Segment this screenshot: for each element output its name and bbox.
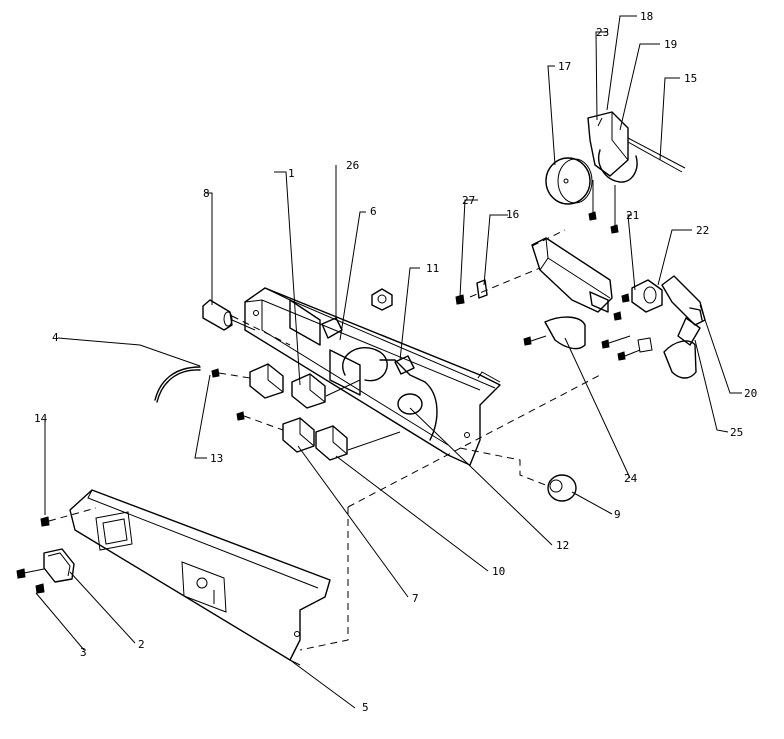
- wire-harness: [154, 366, 201, 403]
- connector: [394, 355, 415, 375]
- control-housing: [244, 287, 501, 466]
- screw: [455, 294, 465, 305]
- callout-22: 22: [696, 224, 709, 237]
- knob: [547, 474, 577, 502]
- callout-7: 7: [412, 592, 419, 605]
- chute-arm: [661, 275, 706, 346]
- callout-15: 15: [684, 72, 697, 85]
- dispenser-bracket: [531, 237, 613, 313]
- fan-shaft: [627, 137, 686, 173]
- callout-5: 5: [362, 701, 369, 714]
- callout-27: 27: [462, 194, 475, 207]
- screw: [40, 516, 50, 527]
- callout-24: 24: [624, 472, 638, 485]
- callout-21: 21: [626, 209, 639, 222]
- callout-16: 16: [506, 208, 519, 221]
- rocker-switch: [43, 548, 75, 583]
- callout-1: 1: [288, 167, 295, 180]
- micro-switch: [282, 417, 315, 453]
- callout-9: 9: [614, 508, 621, 521]
- callout-4: 4: [52, 331, 59, 344]
- sensor-disc: [397, 393, 423, 415]
- screw: [617, 351, 626, 361]
- screw: [523, 336, 532, 346]
- callout-19: 19: [664, 38, 677, 51]
- callout-23: 23: [596, 26, 609, 39]
- screw: [236, 411, 245, 421]
- callout-10: 10: [492, 565, 505, 578]
- clip: [476, 279, 488, 299]
- callout-20: 20: [744, 387, 757, 400]
- screw: [16, 568, 45, 579]
- callout-8: 8: [203, 187, 210, 200]
- screw: [35, 583, 45, 594]
- motor: [202, 299, 233, 331]
- callout-17: 17: [558, 60, 571, 73]
- fan-blade-disc: [545, 157, 593, 205]
- callout-18: 18: [640, 10, 653, 23]
- micro-switch: [291, 373, 326, 409]
- callout-6: 6: [370, 205, 377, 218]
- leader-lines: [35, 15, 742, 709]
- screw: [211, 368, 220, 378]
- fan-motor-bracket: [587, 111, 638, 183]
- callout-25: 25: [730, 426, 743, 439]
- callout-2: 2: [138, 638, 145, 651]
- screw: [613, 311, 622, 321]
- screw: [610, 224, 619, 234]
- front-panel: [69, 489, 331, 666]
- lever-arm: [544, 316, 586, 350]
- micro-switch: [249, 363, 284, 399]
- grommet: [371, 288, 393, 311]
- chute-flap: [663, 340, 697, 379]
- screw: [588, 211, 597, 221]
- wire-loop: [342, 347, 438, 441]
- solenoid: [631, 279, 663, 313]
- callout-13: 13: [210, 452, 223, 465]
- screw: [621, 293, 630, 303]
- callout-26: 26: [346, 159, 359, 172]
- callout-12: 12: [556, 539, 569, 552]
- micro-switch: [315, 425, 348, 461]
- callout-labels: 1 2 3 4 5 6 7 8 9 10 11 12 13 14 15 16 1…: [34, 10, 757, 714]
- screw: [601, 339, 610, 349]
- callout-14: 14: [34, 412, 48, 425]
- callout-3: 3: [80, 646, 87, 659]
- callout-11: 11: [426, 262, 439, 275]
